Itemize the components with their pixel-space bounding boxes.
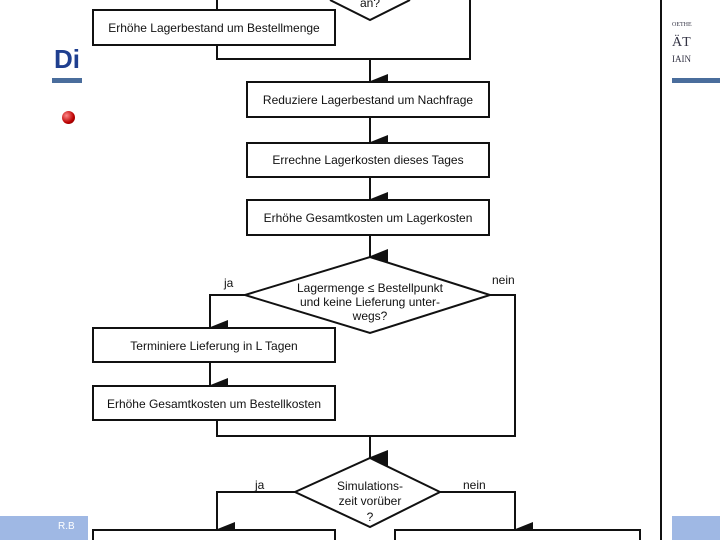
yes-label-2: ja [254,478,265,492]
footer-text: R.B [58,521,75,532]
decision-end [292,456,443,529]
no-label-1: nein [492,273,515,287]
box-increase-stock [92,9,336,46]
title-rule-right [672,78,720,83]
top-decision [329,0,411,22]
logo-line1: OETHE [672,22,692,28]
box-increase-stock-text: Erhöhe Lagerbestand um Bestellmenge [108,21,320,35]
box-total-storage-text: Erhöhe Gesamtkosten um Lagerkosten [264,211,473,225]
decision-end-line2: zeit vorüber [339,494,402,508]
box-reduce-stock [246,81,490,118]
box-storage-cost-text: Errechne Lagerkosten dieses Tages [272,153,463,167]
slide-title: Di [54,44,80,74]
footer-bar-left [0,516,95,540]
box-total-storage [246,199,490,236]
logo-line3: IAIN [672,54,691,64]
box-total-order [92,385,336,421]
decision-reorder-line1: Lagermenge ≤ Bestellpunkt [297,281,444,295]
box-schedule [92,327,336,363]
logo-line2: ÄT [672,35,691,50]
top-decision-text: an? [360,0,380,10]
decision-reorder [241,255,494,335]
decision-end-line3: ? [367,510,374,524]
box-total-order-text: Erhöhe Gesamtkosten um Bestellkosten [107,397,321,411]
box-reduce-stock-text: Reduziere Lagerbestand um Nachfrage [263,93,473,107]
box-storage-cost [246,142,490,178]
no-label-2: nein [463,478,486,492]
decision-reorder-line3: wegs? [352,309,388,323]
footer-bar-right [672,516,720,540]
yes-label-1: ja [223,276,234,290]
title-rule-left [52,78,82,83]
bullet-icon [62,111,75,124]
decision-reorder-line2: und keine Lieferung unter- [300,295,440,309]
box-schedule-text: Terminiere Lieferung in L Tagen [130,339,297,353]
decision-end-line1: Simulations- [337,479,403,493]
